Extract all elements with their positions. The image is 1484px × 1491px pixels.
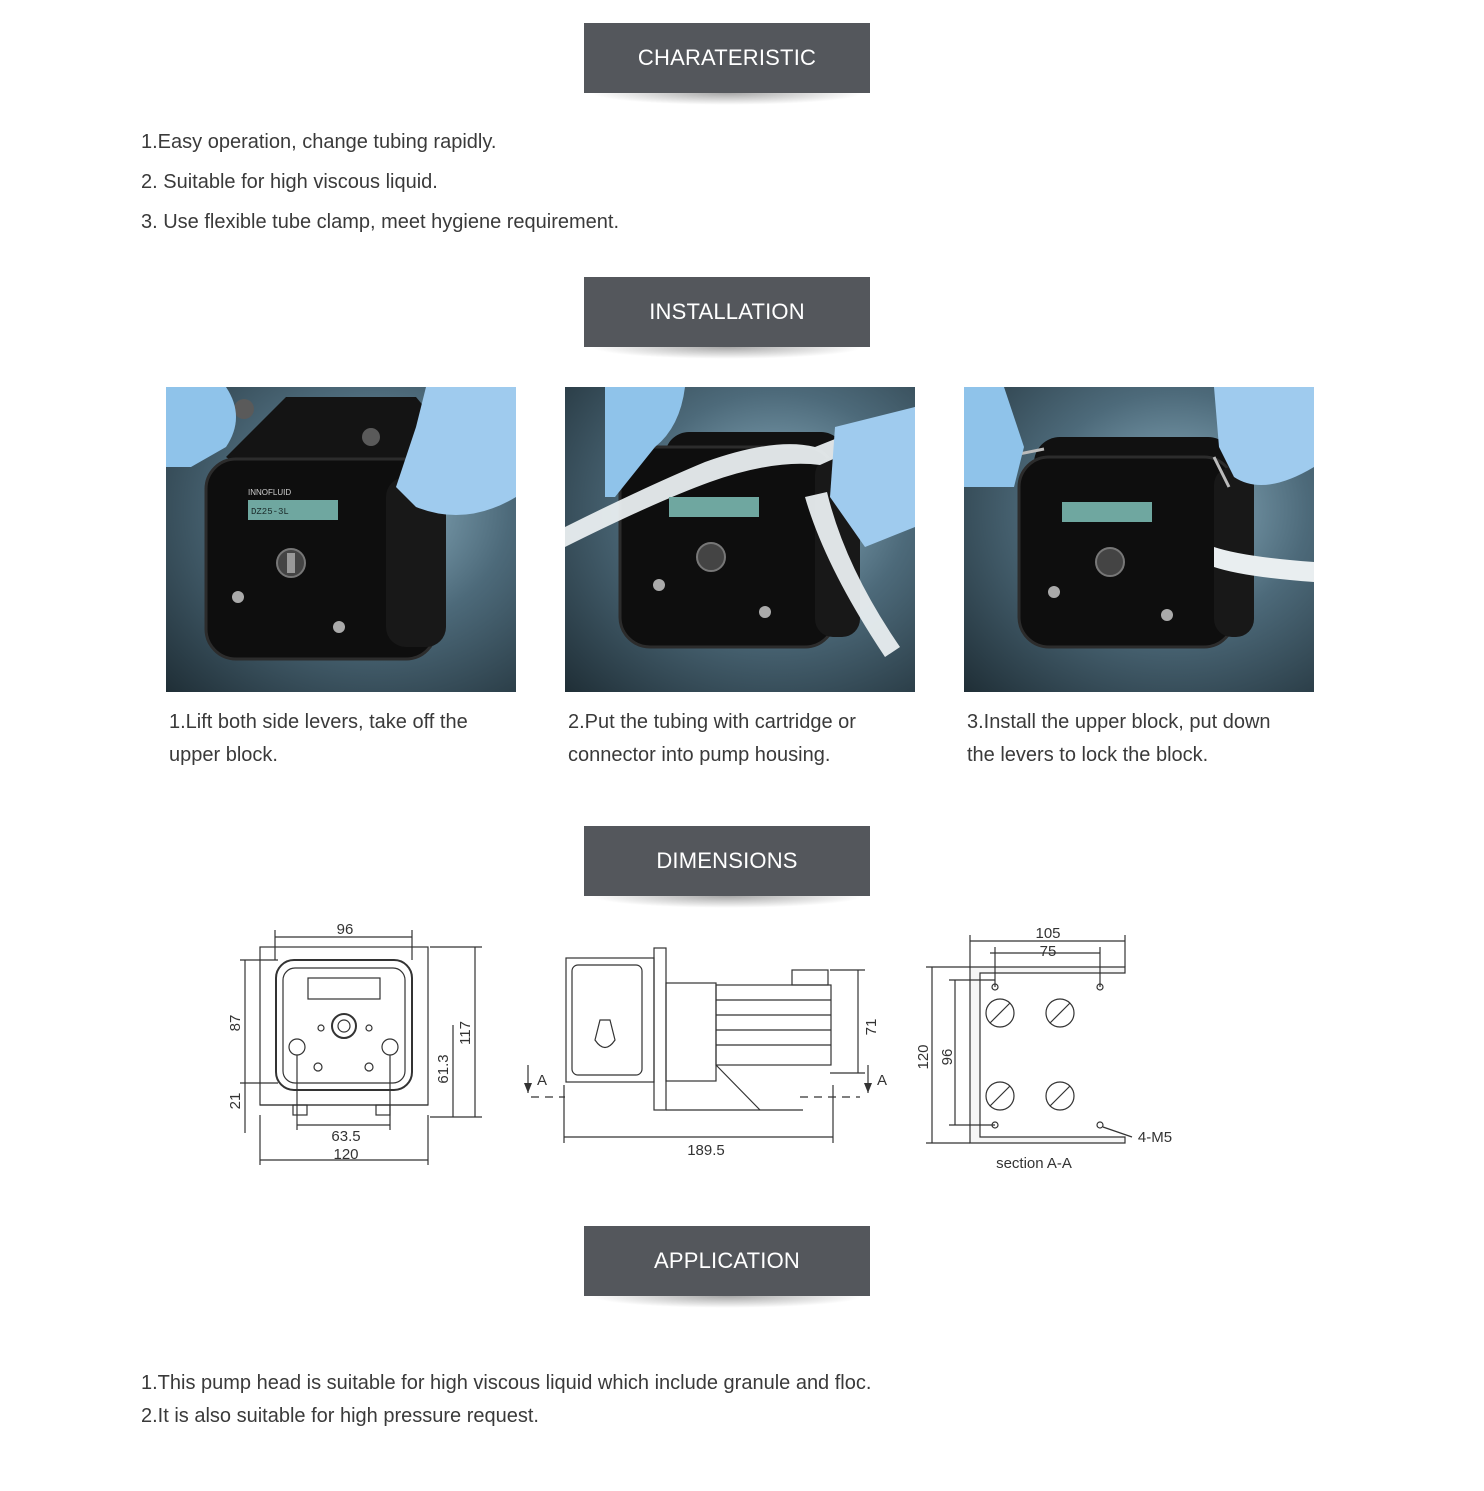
dim-section-left-outer: 120	[915, 1044, 932, 1069]
application-item: 1.This pump head is suitable for high vi…	[141, 1372, 872, 1394]
dim-front-right-inner: 61.3	[435, 1054, 452, 1083]
dim-front-left-upper: 87	[227, 1015, 244, 1032]
section-mark-left: A	[537, 1072, 547, 1089]
installation-caption-1: 1.Lift both side levers, take off the up…	[169, 706, 519, 772]
section-banner-application: APPLICATION	[584, 1226, 870, 1308]
dim-section-holes: 4-M5	[1138, 1129, 1172, 1146]
caption-line: 1.Lift both side levers, take off the	[169, 711, 468, 733]
caption-line: upper block.	[169, 744, 278, 766]
section-label: section A-A	[996, 1155, 1072, 1172]
dim-front-top: 96	[337, 921, 354, 938]
installation-photo-1: INNOFLUID DZ25-3L	[166, 387, 516, 692]
pump-brand-label: INNOFLUID	[248, 488, 291, 497]
banner-title: DIMENSIONS	[656, 848, 798, 873]
pump-model-label: DZ25-3L	[251, 507, 289, 517]
banner-title: CHARATERISTIC	[637, 45, 817, 70]
caption-line: the levers to lock the block.	[967, 744, 1209, 766]
installation-caption-3: 3.Install the upper block, put down the …	[967, 706, 1317, 772]
dim-front-left-lower: 21	[227, 1093, 244, 1110]
section-banner-charateristic: CHARATERISTIC	[584, 23, 870, 105]
banner-title: APPLICATION	[653, 1248, 801, 1273]
dim-section-left-inner: 96	[939, 1049, 956, 1066]
installation-photo-3	[964, 387, 1314, 692]
banner-title: INSTALLATION	[649, 299, 805, 324]
installation-photo-2	[565, 387, 915, 692]
characteristic-item: 3. Use flexible tube clamp, meet hygiene…	[141, 211, 620, 233]
dimension-drawings: 96 87 21 117 61.3 63.5 120 71 189.5 A A …	[227, 921, 1172, 1172]
dim-front-bottom-outer: 120	[333, 1146, 358, 1163]
dim-side-bottom: 189.5	[687, 1142, 725, 1159]
dim-front-right-outer: 117	[457, 1021, 474, 1045]
installation-caption-2: 2.Put the tubing with cartridge or conne…	[568, 706, 918, 772]
caption-line: connector into pump housing.	[568, 744, 831, 766]
dim-front-bottom-inner: 63.5	[331, 1128, 360, 1145]
characteristic-item: 2. Suitable for high viscous liquid.	[141, 171, 438, 193]
caption-line: 2.Put the tubing with cartridge or	[568, 711, 856, 733]
caption-line: 3.Install the upper block, put down	[967, 711, 1271, 733]
section-mark-right: A	[877, 1072, 887, 1089]
dim-side-right: 71	[863, 1019, 880, 1036]
dim-section-top-inner: 75	[1040, 943, 1057, 960]
characteristic-item: 1.Easy operation, change tubing rapidly.	[141, 131, 497, 153]
section-banner-installation: INSTALLATION	[584, 277, 870, 359]
application-item: 2.It is also suitable for high pressure …	[141, 1405, 539, 1427]
dim-section-top-outer: 105	[1035, 925, 1060, 942]
section-banner-dimensions: DIMENSIONS	[584, 826, 870, 908]
